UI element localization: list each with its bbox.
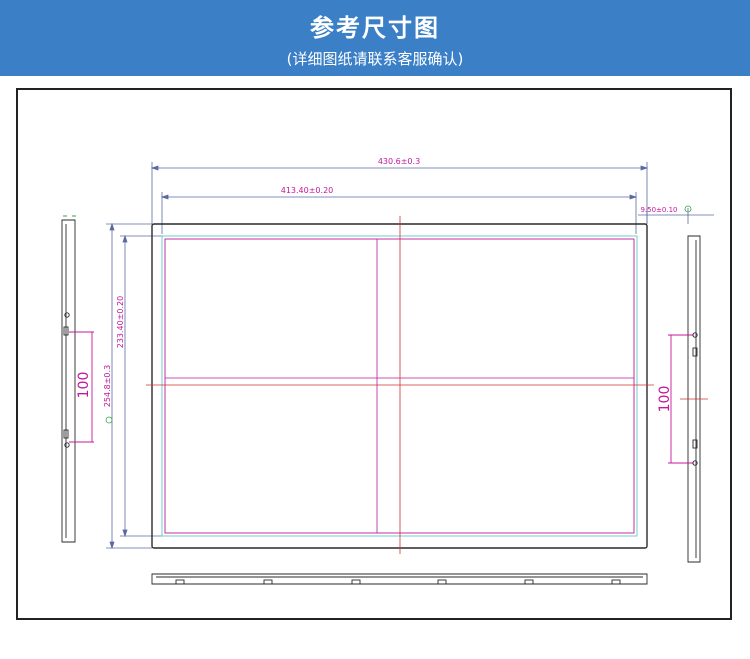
active-area-magenta: [164, 238, 635, 534]
overall-width-label: 430.6±0.3: [378, 157, 420, 166]
header-banner: 参考尺寸图 (详细图纸请联系客服确认): [0, 0, 750, 76]
panel-outline: [151, 223, 648, 549]
inner-width-dimension: [160, 192, 638, 234]
drawing-frame: 430.6±0.3 413.40±0.20 9.50±0.10 254.8±0.…: [16, 88, 732, 620]
edge-offset-dimension: [638, 208, 714, 224]
left-hole-spacing-dimension: [69, 331, 94, 443]
inner-height-dimension: [120, 234, 162, 538]
inner-width-label: 413.40±0.20: [281, 186, 334, 195]
technical-drawing: 430.6±0.3 413.40±0.20 9.50±0.10 254.8±0.…: [61, 157, 714, 585]
right-hole-spacing-label: 100: [657, 386, 673, 413]
page-subtitle: (详细图纸请联系客服确认): [286, 50, 464, 68]
bottom-side-profile: [151, 573, 648, 585]
active-area-teal: [161, 235, 638, 537]
inner-height-label: 233.40±0.20: [116, 296, 125, 349]
left-side-profile: [61, 215, 76, 543]
left-hole-spacing-label: 100: [76, 372, 92, 399]
overall-height-dimension: [106, 222, 152, 550]
right-hole-spacing-dimension: [668, 334, 694, 464]
edge-offset-label: 9.50±0.10: [640, 206, 677, 214]
overall-width-dimension: [150, 162, 649, 224]
datum-marker-top: [684, 205, 692, 213]
page-title: 参考尺寸图: [310, 14, 440, 42]
datum-marker-left: [105, 416, 113, 424]
overall-height-label: 254.8±0.3: [103, 365, 112, 407]
